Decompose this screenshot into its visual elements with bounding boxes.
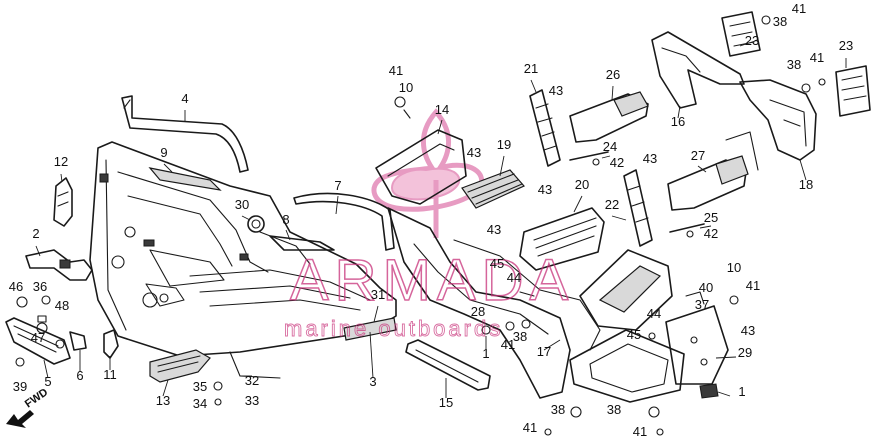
part-callout-20: 20 <box>575 177 589 192</box>
part-callout-12: 12 <box>54 154 68 169</box>
part-callout-41: 41 <box>389 63 403 78</box>
part-callout-38: 38 <box>607 402 621 417</box>
part-callout-10: 10 <box>399 80 413 95</box>
part-callout-38: 38 <box>551 402 565 417</box>
leader-lines <box>35 39 847 398</box>
part-callout-7: 7 <box>334 178 341 193</box>
part-callout-45: 45 <box>627 327 641 342</box>
part-callout-28: 28 <box>471 304 485 319</box>
part-callout-3: 3 <box>369 374 376 389</box>
part-callout-30: 30 <box>235 197 249 212</box>
part-callout-23: 23 <box>839 38 853 53</box>
part-callout-36: 36 <box>33 279 47 294</box>
part-callout-31: 31 <box>371 287 385 302</box>
part-callout-23: 23 <box>745 33 759 48</box>
part-callout-14: 14 <box>435 102 449 117</box>
part-callout-1: 1 <box>738 384 745 399</box>
part-callout-13: 13 <box>156 393 170 408</box>
part-callout-43: 43 <box>549 83 563 98</box>
part-callout-15: 15 <box>439 395 453 410</box>
part-callout-45: 45 <box>490 256 504 271</box>
part-callout-25: 25 <box>704 210 718 225</box>
part-callout-41: 41 <box>633 424 647 439</box>
fwd-arrow-icon <box>6 410 34 428</box>
part-callout-38: 38 <box>773 14 787 29</box>
part-callout-35: 35 <box>193 379 207 394</box>
part-callout-42: 42 <box>610 155 624 170</box>
part-callout-17: 17 <box>537 344 551 359</box>
part-callout-47: 47 <box>31 330 45 345</box>
part-callout-5: 5 <box>44 374 51 389</box>
part-callout-48: 48 <box>55 298 69 313</box>
part-callout-6: 6 <box>76 368 83 383</box>
part-callout-16: 16 <box>671 114 685 129</box>
part-callout-21: 21 <box>524 61 538 76</box>
part-callout-4: 4 <box>181 91 188 106</box>
part-callout-22: 22 <box>605 197 619 212</box>
part-callout-44: 44 <box>507 270 521 285</box>
watermark-brand: ARMADA <box>290 248 574 313</box>
part-callout-32: 32 <box>245 373 259 388</box>
part-callout-37: 37 <box>695 297 709 312</box>
watermark-logo <box>371 108 484 238</box>
part-callout-11: 11 <box>103 367 117 382</box>
part-callout-26: 26 <box>606 67 620 82</box>
part-callout-41: 41 <box>810 50 824 65</box>
part-callout-2: 2 <box>32 226 39 241</box>
part-callout-43: 43 <box>467 145 481 160</box>
part-callout-46: 46 <box>9 279 23 294</box>
part-callout-42: 42 <box>704 226 718 241</box>
part-callout-24: 24 <box>603 139 617 154</box>
part-callout-8: 8 <box>282 212 289 227</box>
part-callout-1: 1 <box>482 346 489 361</box>
part-callout-38: 38 <box>787 57 801 72</box>
part-callout-41: 41 <box>746 278 760 293</box>
part-callout-29: 29 <box>738 345 752 360</box>
part-callout-19: 19 <box>497 137 511 152</box>
part-callout-18: 18 <box>799 177 813 192</box>
part-callout-41: 41 <box>792 1 806 16</box>
part-callout-43: 43 <box>487 222 501 237</box>
part-callout-44: 44 <box>647 306 661 321</box>
part-callout-34: 34 <box>193 396 207 411</box>
part-callout-43: 43 <box>643 151 657 166</box>
part-callout-33: 33 <box>245 393 259 408</box>
watermark-tagline: marine outboards <box>284 316 503 341</box>
part-callout-40: 40 <box>699 280 713 295</box>
part-callout-41: 41 <box>501 337 515 352</box>
part-callout-38: 38 <box>513 329 527 344</box>
part-callout-27: 27 <box>691 148 705 163</box>
part-callout-10: 10 <box>727 260 741 275</box>
part-callout-43: 43 <box>741 323 755 338</box>
part-callout-9: 9 <box>160 145 167 160</box>
part-callout-41: 41 <box>523 420 537 435</box>
part-callout-39: 39 <box>13 379 27 394</box>
part-callout-43: 43 <box>538 182 552 197</box>
